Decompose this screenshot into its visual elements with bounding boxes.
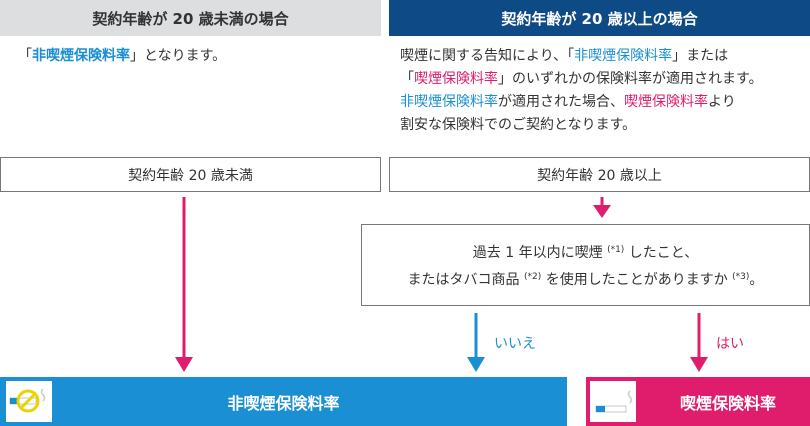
- non-smoker-rate-term: 非喫煙保険料率: [574, 48, 673, 64]
- non-smoker-rate-result: 非喫煙保険料率: [0, 377, 567, 426]
- note-text: 「: [400, 71, 414, 87]
- question-text: 過去 1 年以内に喫煙: [472, 245, 603, 261]
- non-smoker-rate-term: 非喫煙保険料率: [400, 94, 498, 110]
- note-text: 」のいずれかの保険料率が適用されます。: [498, 71, 763, 87]
- note-text: 喫煙に関する告知により、「: [400, 48, 575, 64]
- age-over-20-box: 契約年齢 20 歳以上: [389, 157, 810, 192]
- non-smoker-rate-term: 非喫煙保険料率: [32, 48, 130, 64]
- question-text: を使用したことがありますか: [541, 272, 728, 288]
- arrow-under-20-to-non-smoker: [175, 197, 193, 372]
- cigarette-icon: [588, 379, 638, 424]
- arrow-to-question: [593, 197, 611, 218]
- smoker-rate-term: 喫煙保険料率: [624, 94, 708, 110]
- result-label: 非喫煙保険料率: [227, 393, 340, 413]
- note-text: 割安な保険料でのご契約となります。: [400, 117, 637, 133]
- arrow-yes-to-smoker: [690, 313, 708, 372]
- question-text: したこと、: [624, 245, 699, 261]
- no-smoking-icon: [4, 379, 54, 424]
- question-text: 。: [749, 272, 764, 288]
- note-text: 「: [18, 48, 32, 64]
- age-under-20-box: 契約年齢 20 歳未満: [0, 157, 381, 192]
- footnote-ref: (*1): [607, 245, 625, 255]
- note-text: 」または: [672, 48, 729, 64]
- arrow-no-to-non-smoker: [467, 313, 485, 372]
- question-text: またはタバコ商品: [407, 272, 520, 288]
- footnote-ref: (*2): [524, 272, 542, 282]
- answer-no-label: いいえ: [494, 336, 536, 352]
- footnote-ref: (*3): [732, 272, 750, 282]
- header-over-20: 契約年齢が 20 歳以上の場合: [389, 0, 810, 36]
- note-under-20: 「非喫煙保険料率」となります。: [18, 45, 226, 68]
- smoking-question-box: 過去 1 年以内に喫煙 (*1) したこと、 またはタバコ商品 (*2) を使用…: [361, 224, 810, 306]
- result-label: 喫煙保険料率: [679, 393, 776, 413]
- answer-yes-label: はい: [716, 336, 744, 352]
- smoker-rate-term: 喫煙保険料率: [414, 71, 498, 87]
- note-over-20: 喫煙に関する告知により、「非喫煙保険料率」または 「喫煙保険料率」のいずれかの保…: [400, 45, 805, 137]
- header-under-20: 契約年齢が 20 歳未満の場合: [0, 0, 381, 36]
- note-text: より: [708, 94, 736, 110]
- note-text: が適用された場合、: [498, 94, 624, 110]
- note-text: 」となります。: [130, 48, 227, 64]
